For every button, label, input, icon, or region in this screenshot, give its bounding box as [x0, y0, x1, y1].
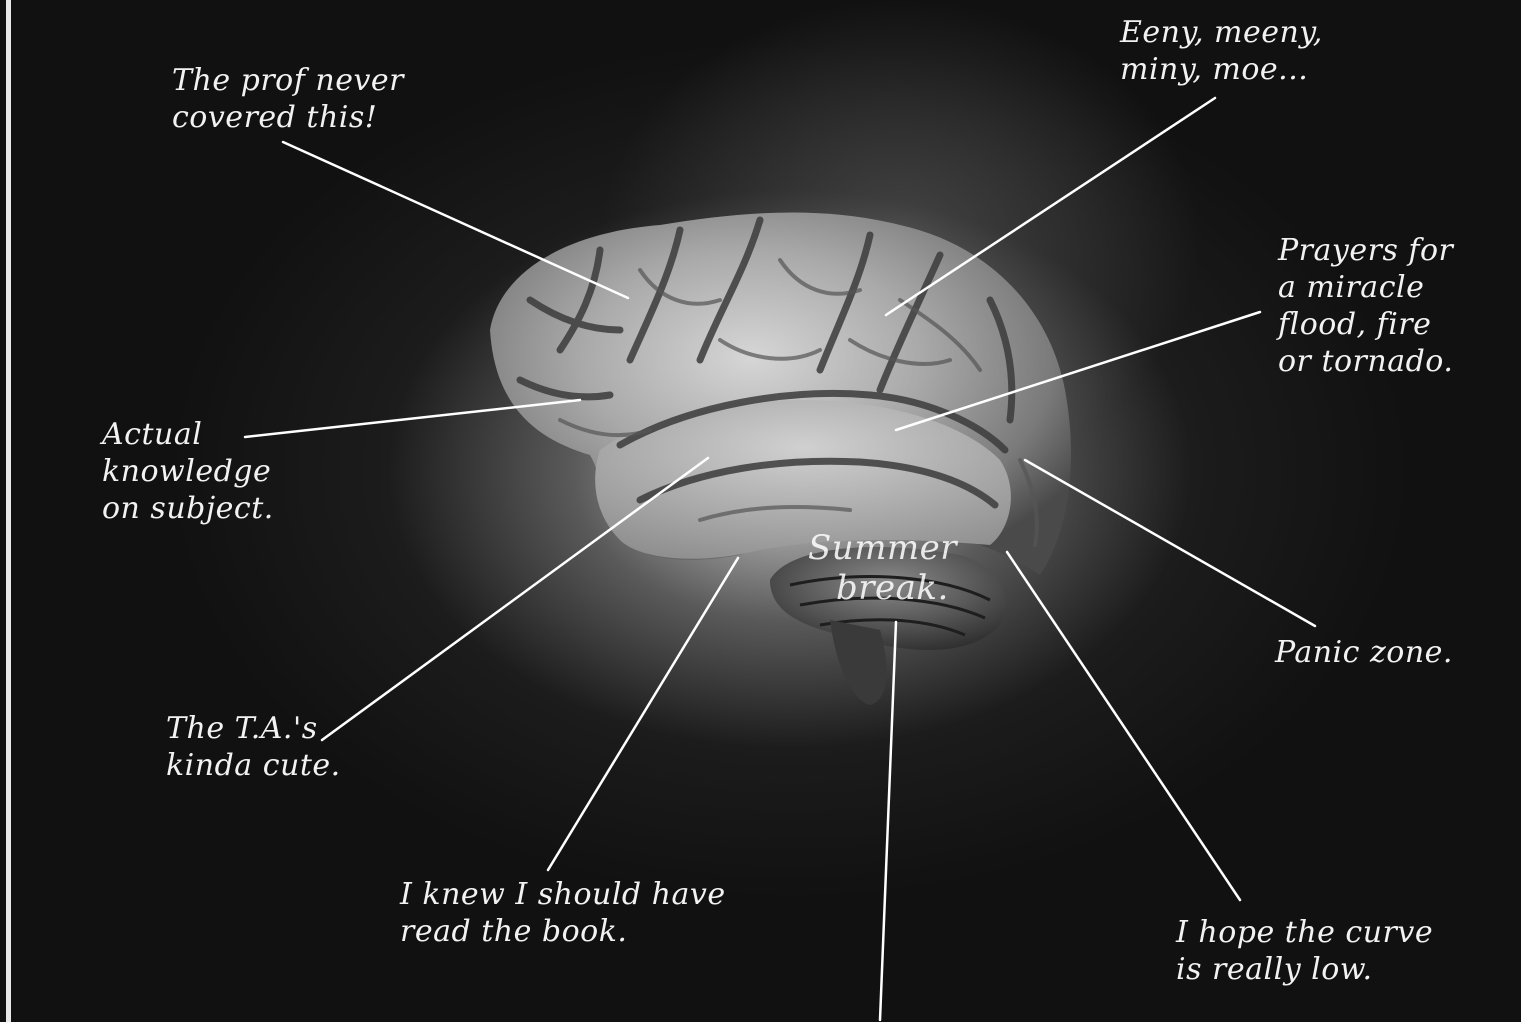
- leader-line-panic: [1025, 460, 1315, 626]
- leader-line-ta: [322, 458, 708, 740]
- label-prof: The prof never covered this!: [172, 62, 404, 136]
- cerebrum: [490, 212, 1071, 575]
- label-summer: Summer break.: [808, 528, 957, 608]
- leader-line-knew: [548, 558, 738, 870]
- label-prayers: Prayers for a miracle flood, fire or tor…: [1278, 232, 1453, 380]
- label-knew: I knew I should have read the book.: [400, 876, 726, 950]
- label-eeny: Eeny, meeny, miny, moe...: [1120, 14, 1323, 88]
- label-ta: The T.A.'s kinda cute.: [166, 710, 341, 784]
- label-panic: Panic zone.: [1275, 634, 1453, 671]
- leader-line-eeny: [886, 98, 1215, 315]
- brainstem: [830, 620, 887, 705]
- label-curve: I hope the curve is really low.: [1176, 914, 1433, 988]
- leader-line-prof: [283, 142, 628, 298]
- label-actual: Actual knowledge on subject.: [102, 416, 274, 527]
- leader-line-curve: [1007, 552, 1240, 900]
